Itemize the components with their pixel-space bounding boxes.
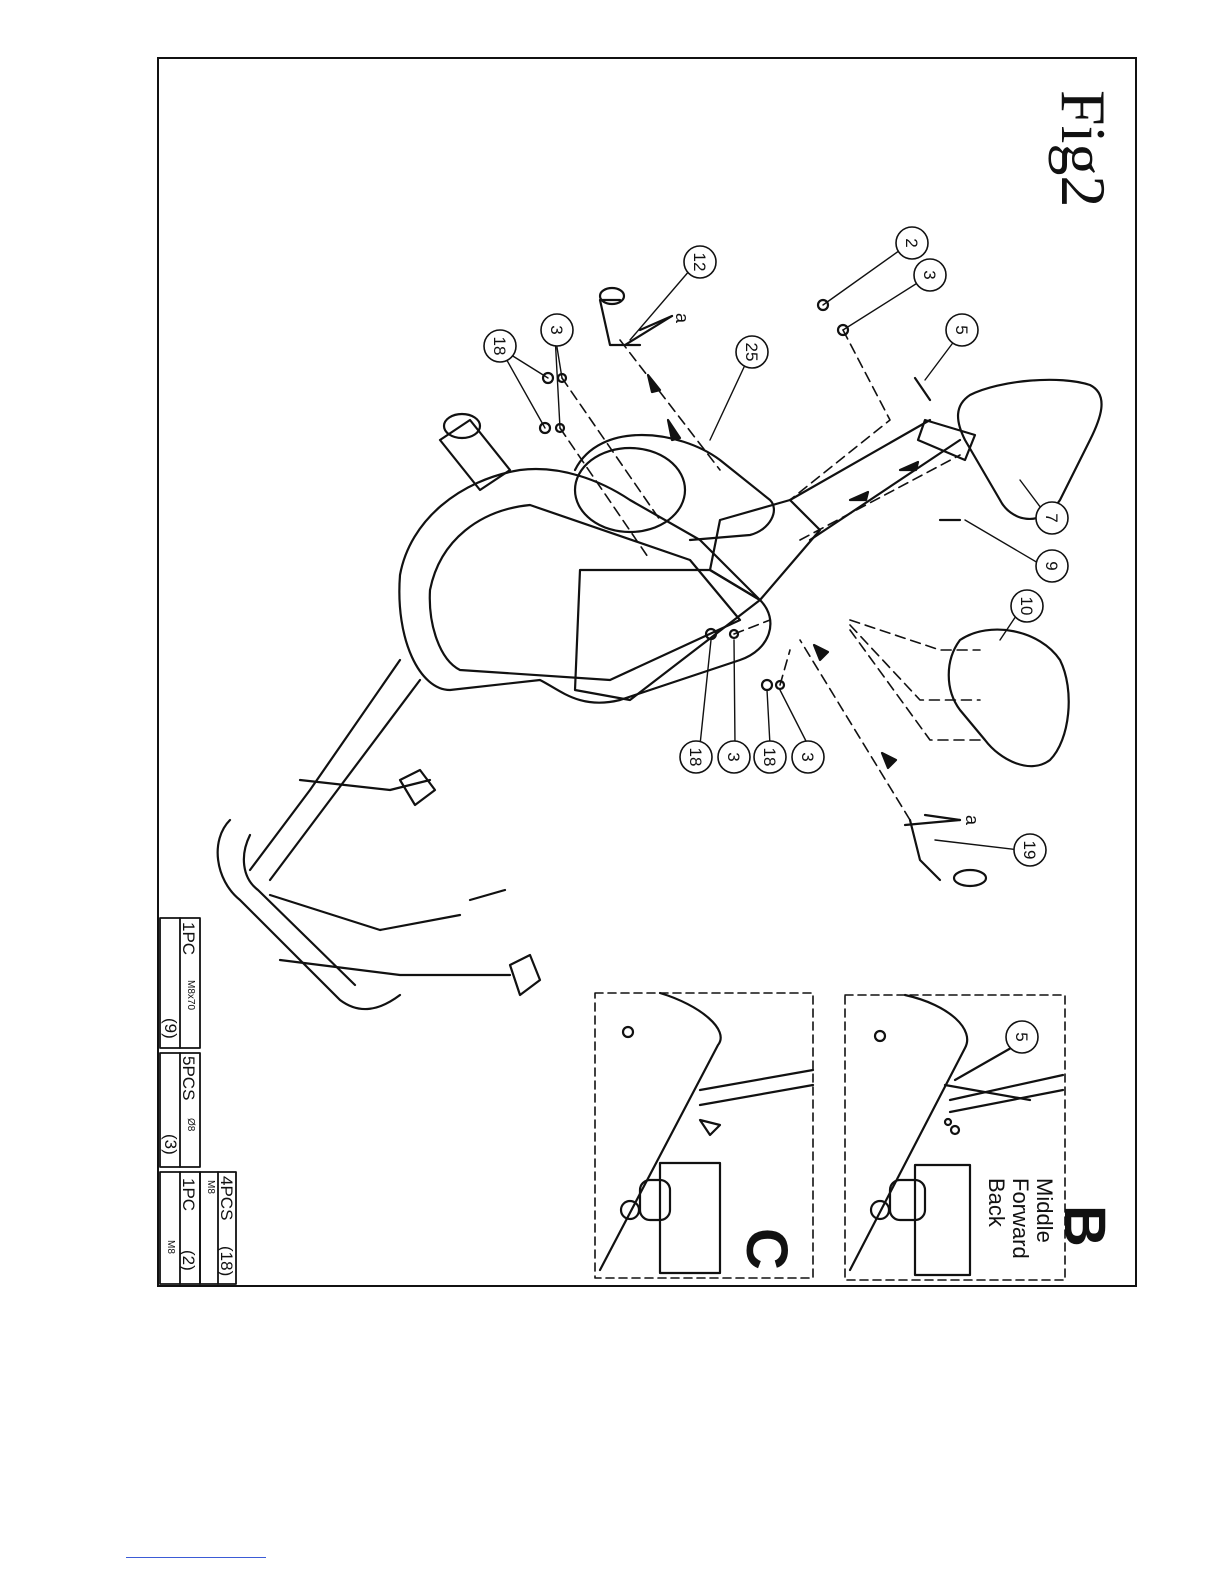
callout-3-upper: 3 xyxy=(541,314,573,346)
callout-3: 3 xyxy=(914,259,946,291)
parts-row-3-spec: M8 xyxy=(205,1180,216,1194)
parts-row-1-qty: 1PC xyxy=(178,922,198,955)
callout-19: 19 xyxy=(1014,834,1046,866)
parts-row-2-ref: (3) xyxy=(160,1134,180,1155)
svg-text:9: 9 xyxy=(1042,561,1061,570)
callout-5-detail-b: 5 xyxy=(1006,1021,1038,1053)
callout-3-lower-1: 3 xyxy=(718,741,750,773)
position-label-forward: Forward xyxy=(1008,1178,1032,1259)
callout-18-upper: 18 xyxy=(484,330,516,362)
callout-3-lower-2: 3 xyxy=(792,741,824,773)
callout-7: 7 xyxy=(1036,502,1068,534)
svg-text:18: 18 xyxy=(490,337,509,356)
svg-text:3: 3 xyxy=(798,752,817,761)
parts-row-3-qty: 4PCS xyxy=(216,1176,236,1220)
parts-row-1-spec: M8x70 xyxy=(185,980,196,1010)
parts-row-3-ref: (18) xyxy=(216,1246,236,1276)
svg-text:18: 18 xyxy=(686,748,705,767)
footer-rule xyxy=(126,1557,266,1558)
letter-a-lower: a xyxy=(962,815,982,826)
detail-c-letter: C xyxy=(733,1228,800,1270)
parts-row-1-ref: (9) xyxy=(160,1018,180,1039)
parts-row-2-qty: 5PCS xyxy=(178,1056,198,1100)
svg-text:3: 3 xyxy=(724,752,743,761)
svg-text:7: 7 xyxy=(1042,513,1061,522)
svg-text:3: 3 xyxy=(920,270,939,279)
parts-row-4-ref: (2) xyxy=(178,1250,198,1271)
letter-a-upper: a xyxy=(672,313,692,324)
parts-row-4-spec: M8 xyxy=(165,1240,176,1254)
parts-row-4-qty: 1PC xyxy=(178,1178,198,1211)
callout-18-lower-1: 18 xyxy=(680,741,712,773)
svg-text:25: 25 xyxy=(742,343,761,362)
svg-text:2: 2 xyxy=(902,238,921,247)
callout-12: 12 xyxy=(684,246,716,278)
position-label-back: Back xyxy=(984,1178,1008,1227)
callout-25: 25 xyxy=(736,336,768,368)
svg-text:19: 19 xyxy=(1020,841,1039,860)
callout-18-lower-2: 18 xyxy=(754,741,786,773)
svg-text:5: 5 xyxy=(1012,1032,1031,1041)
callout-9: 9 xyxy=(1036,550,1068,582)
svg-text:12: 12 xyxy=(690,253,709,272)
svg-text:10: 10 xyxy=(1017,597,1036,616)
detail-b-letter: B xyxy=(1051,1205,1118,1247)
callout-10: 10 xyxy=(1011,590,1043,622)
svg-text:18: 18 xyxy=(760,748,779,767)
callout-2: 2 xyxy=(896,227,928,259)
svg-text:3: 3 xyxy=(547,325,566,334)
parts-row-2-spec: Ø8 xyxy=(185,1118,196,1131)
position-label-middle: Middle xyxy=(1032,1178,1056,1243)
svg-text:5: 5 xyxy=(952,325,971,334)
callout-5: 5 xyxy=(946,314,978,346)
